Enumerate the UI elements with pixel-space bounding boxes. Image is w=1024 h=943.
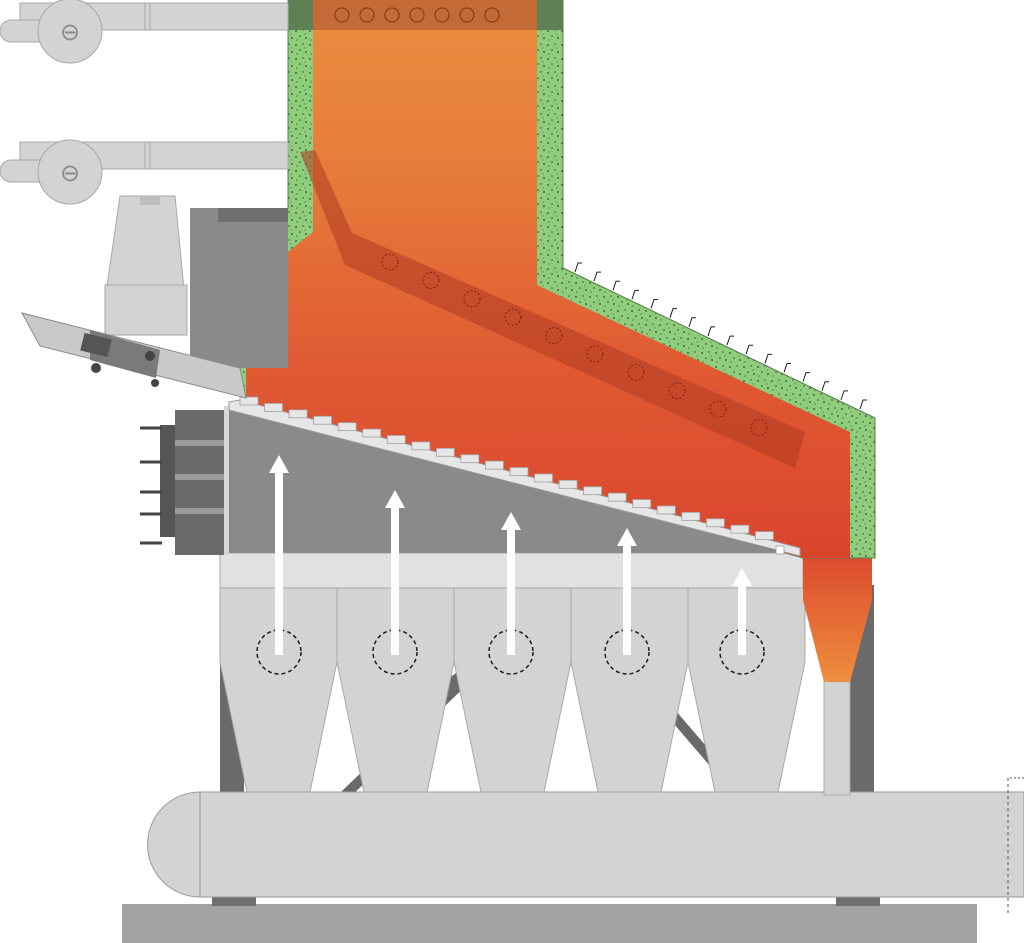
air-arrow-head-5	[732, 568, 752, 586]
duct-port-6	[459, 7, 475, 23]
air-inlet-circle-5	[719, 629, 765, 675]
air-inlet-circle-4	[604, 629, 650, 675]
roof-fin-2	[593, 271, 601, 282]
duct-port-3	[384, 7, 400, 23]
grate-step-18	[656, 505, 676, 515]
air-inlet-circle-3	[488, 629, 534, 675]
roof-fin-15	[840, 390, 848, 401]
air-arrow-head-3	[501, 512, 521, 530]
grate-drive-unit	[140, 410, 224, 555]
inclined-screw	[300, 150, 805, 468]
burner-fan-lower: ⊖	[0, 139, 289, 205]
grate-step-8	[411, 441, 431, 451]
duct-port-4	[409, 7, 425, 23]
duct-port-7	[484, 7, 500, 23]
grate-step-12	[509, 467, 529, 476]
screw-flight-3	[463, 290, 481, 308]
roof-fin-8	[707, 326, 715, 337]
grate-step-6	[362, 428, 382, 438]
roof-fin-3	[612, 280, 620, 291]
grate-step-11	[485, 460, 504, 470]
air-hopper-5	[687, 587, 806, 793]
duct-port-1	[334, 7, 350, 23]
roof-fin-16	[859, 399, 867, 410]
air-inlet-circle-1	[256, 629, 302, 675]
grate-step-1	[239, 396, 259, 406]
base-slab	[122, 904, 977, 943]
svg-text:⊖: ⊖	[60, 159, 80, 187]
support-feet	[212, 897, 880, 906]
roof-fin-7	[688, 317, 696, 327]
screw-flight-4	[504, 308, 522, 326]
top-duct-band	[288, 0, 563, 30]
duct-port-5	[434, 7, 450, 23]
screw-flight-8	[668, 382, 686, 400]
air-arrow-head-1	[269, 455, 289, 473]
screw-flight-1	[381, 253, 399, 271]
roof-fins	[574, 262, 867, 410]
grate-step-20	[705, 518, 725, 528]
air-arrow-head-4	[617, 528, 637, 546]
duct-port-2	[359, 7, 375, 23]
screw-flight-2	[422, 271, 440, 289]
svg-text:⊖: ⊖	[60, 18, 80, 46]
air-flow-arrows	[256, 455, 765, 675]
screw-flight-5	[545, 327, 563, 345]
grate-step-9	[435, 447, 455, 457]
air-arrow-head-2	[385, 490, 405, 508]
ash-outlet	[803, 556, 872, 796]
roof-fin-13	[802, 372, 810, 382]
air-duct-drum	[147, 777, 1024, 915]
roof-fin-5	[650, 299, 658, 309]
grate-step-4	[313, 415, 333, 425]
screw-flight-10	[750, 419, 768, 437]
screw-flight-6	[586, 345, 604, 363]
grate-step-14	[558, 479, 578, 489]
grate-step-16	[607, 492, 627, 502]
grate-step-22	[755, 531, 774, 540]
grate-step-17	[632, 499, 652, 508]
roof-fin-4	[631, 289, 639, 300]
grate-step-13	[534, 473, 553, 483]
screw-flight-7	[627, 363, 645, 381]
grate-step-10	[460, 454, 480, 464]
roof-fin-11	[764, 353, 772, 364]
roof-fin-9	[726, 335, 734, 346]
grate-step-2	[264, 403, 283, 412]
grate-steps	[228, 396, 801, 557]
burner-fan-upper: ⊖	[0, 0, 289, 64]
grate-step-3	[288, 409, 308, 419]
roof-fin-14	[821, 381, 829, 391]
roof-fin-6	[669, 308, 677, 318]
grate-step-21	[730, 524, 750, 534]
roof-fin-1	[574, 262, 582, 273]
grate-step-7	[386, 435, 406, 444]
air-inlet-circle-2	[372, 629, 418, 675]
roof-fin-12	[783, 362, 791, 373]
screw-flight-9	[709, 400, 727, 418]
grate-step-15	[583, 486, 603, 496]
grate-step-5	[337, 422, 357, 432]
air-hoppers	[219, 587, 806, 793]
grate-end-block	[775, 545, 785, 555]
grate-step-19	[681, 511, 701, 521]
fuel-feeder	[21, 195, 288, 399]
grate-surface	[228, 399, 801, 557]
roof-fin-10	[745, 344, 753, 355]
